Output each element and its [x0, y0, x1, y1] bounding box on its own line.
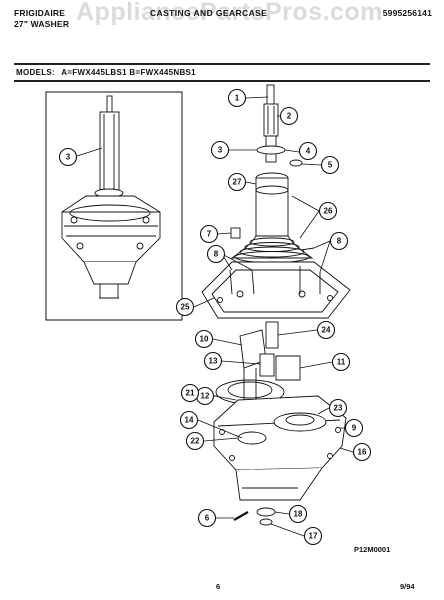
- pinion-11: [275, 355, 301, 381]
- watermark-text: AppliancePartsPros.com: [76, 0, 383, 26]
- callout-9: 9: [344, 418, 364, 438]
- callout-26: 26: [318, 201, 338, 221]
- callout-18: 18: [288, 504, 308, 524]
- inset-output-shaft: [99, 283, 119, 299]
- models-label: MODELS:: [16, 68, 55, 77]
- callout-label: 7: [207, 230, 212, 239]
- callout-6: 6: [197, 508, 217, 528]
- output-gear-23: [273, 412, 327, 432]
- callout-label: 26: [324, 207, 333, 216]
- callout-label: 2: [287, 112, 292, 121]
- callout-5: 5: [320, 155, 340, 175]
- callout-3: 3: [210, 140, 230, 160]
- header-rule-top: [14, 63, 430, 65]
- callout-16: 16: [352, 442, 372, 462]
- callout-22: 22: [185, 431, 205, 451]
- mounting-casting: [201, 261, 351, 319]
- callout-label: 9: [352, 424, 357, 433]
- callout-label: 25: [181, 303, 190, 312]
- callout-label: 14: [185, 416, 194, 425]
- callout-label: 1: [235, 94, 240, 103]
- inset-shaft-tube: [99, 111, 120, 193]
- callout-25: 25: [175, 297, 195, 317]
- callout-12: 12: [195, 386, 215, 406]
- callout-2: 2: [279, 106, 299, 126]
- callout-label: 6: [205, 514, 210, 523]
- callout-label: 3: [218, 146, 223, 155]
- inset-assembly: [61, 95, 161, 299]
- callout-27: 27: [227, 172, 247, 192]
- callout-label: 12: [201, 392, 210, 401]
- callout-11: 11: [331, 352, 351, 372]
- spline-coupling: [263, 103, 279, 137]
- callout-label: 22: [191, 437, 200, 446]
- callout-label: 8: [337, 237, 342, 246]
- center-post-tube: [255, 177, 289, 237]
- callout-label: 10: [200, 335, 209, 344]
- section-title: CASTING AND GEARCASE: [150, 8, 268, 18]
- callout-label: 13: [209, 357, 218, 366]
- callout-label: 27: [233, 178, 242, 187]
- callout-label: 11: [337, 358, 346, 367]
- callout-3-inset: 3: [58, 147, 78, 167]
- model-a: A=FWX445LBS1: [61, 68, 127, 77]
- callout-17: 17: [303, 526, 323, 546]
- callout-4: 4: [298, 141, 318, 161]
- callout-8-right: 8: [329, 231, 349, 251]
- clip-ring: [289, 159, 303, 167]
- shaft-bearing-ring: [256, 145, 286, 155]
- bushing-17: [259, 518, 273, 526]
- inset-gearcase-body: [61, 195, 161, 263]
- seal-18: [256, 507, 276, 517]
- callout-10: 10: [194, 329, 214, 349]
- callout-label: 16: [358, 448, 367, 457]
- inset-shaft-spline: [106, 95, 113, 113]
- revision-date: 9/94: [400, 582, 415, 591]
- header-rule-bottom: [14, 80, 430, 82]
- callout-8-left: 8: [206, 244, 226, 264]
- callout-24: 24: [316, 320, 336, 340]
- screws-8: [229, 247, 321, 295]
- callout-label: 23: [334, 404, 343, 413]
- seal-coils: [234, 237, 310, 263]
- diagram-code: P12M0001: [354, 545, 391, 554]
- callout-14: 14: [179, 410, 199, 430]
- models-line: MODELS: A=FWX445LBS1 B=FWX445NBS1: [16, 68, 196, 77]
- screw-6: [233, 511, 249, 521]
- callout-21: 21: [180, 383, 200, 403]
- callout-13: 13: [203, 351, 223, 371]
- lower-housing: [235, 467, 323, 501]
- brand-name: FRIGIDAIRE: [14, 8, 66, 18]
- callout-label: 3: [66, 153, 71, 162]
- gear-13: [259, 353, 275, 377]
- page-number: 6: [216, 582, 221, 591]
- model-b: B=FWX445NBS1: [129, 68, 196, 77]
- callout-label: 4: [306, 147, 311, 156]
- callout-1: 1: [227, 88, 247, 108]
- gear-22: [237, 431, 267, 445]
- callout-label: 21: [186, 389, 195, 398]
- callout-23: 23: [328, 398, 348, 418]
- main-assembly: [201, 84, 351, 526]
- callout-label: 18: [294, 510, 303, 519]
- callout-label: 17: [309, 532, 318, 541]
- leader-lines: [76, 96, 354, 537]
- callout-label: 24: [322, 326, 331, 335]
- callout-7: 7: [199, 224, 219, 244]
- header-brand-block: FRIGIDAIRE 27" WASHER: [14, 8, 69, 30]
- part-number: 5995256141: [382, 8, 432, 18]
- pinion-gear-24: [265, 321, 279, 349]
- callout-label: 5: [328, 161, 333, 170]
- spline-shaft-tip: [266, 84, 275, 106]
- callout-label: 8: [214, 250, 219, 259]
- product-name: 27" WASHER: [14, 19, 70, 29]
- screw-7: [230, 227, 241, 239]
